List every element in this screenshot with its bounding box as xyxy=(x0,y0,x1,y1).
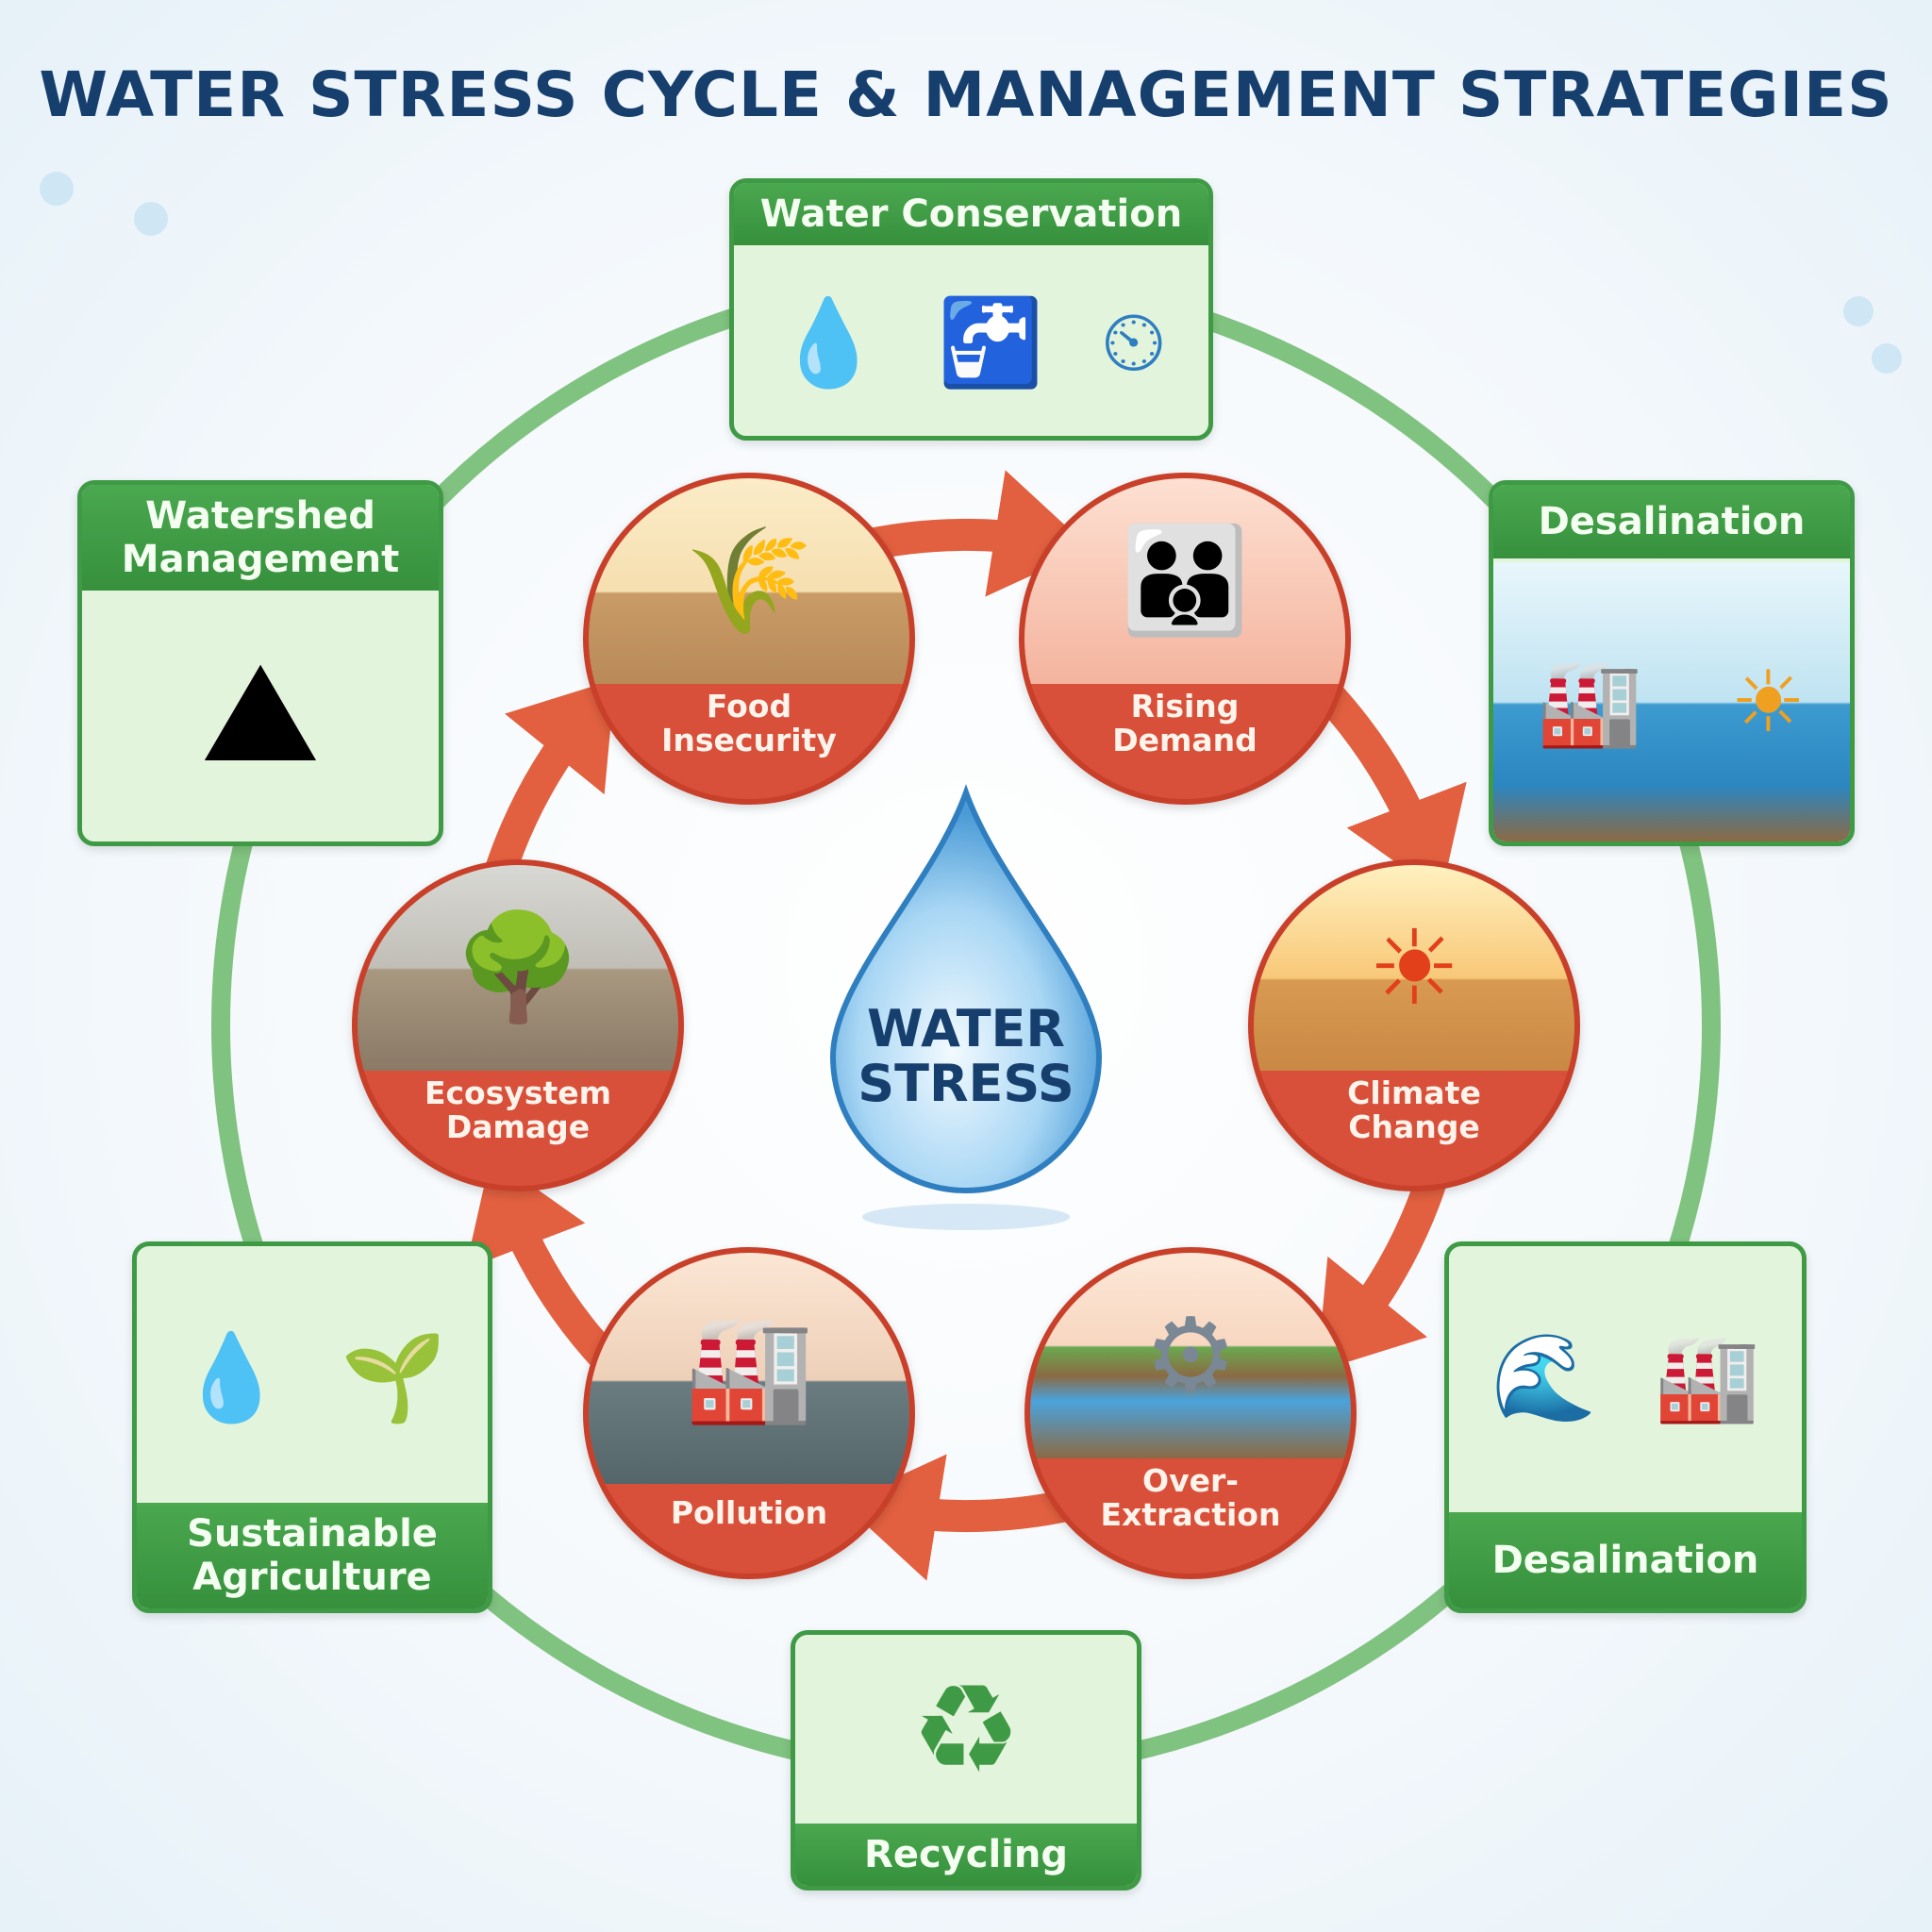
factory-pollution-icon: 🏭 xyxy=(684,1307,814,1428)
cycle-label: Change xyxy=(1348,1108,1480,1146)
cycle-label: Rising xyxy=(1130,688,1240,725)
strategy-label: Desalination xyxy=(1493,485,1850,558)
strategy-label: Water Conservation xyxy=(734,183,1208,245)
cycle-arrow xyxy=(1317,1163,1451,1372)
molecule-icon xyxy=(1843,296,1874,326)
treatment-plant-icon: 🏭 xyxy=(1654,1327,1760,1427)
cycle-label: Damage xyxy=(445,1108,591,1146)
cycle-label: Insecurity xyxy=(661,722,837,759)
strategy-label: Recycling xyxy=(795,1824,1137,1886)
drop-shadow xyxy=(862,1204,1070,1230)
mountain-river-icon: ⛰ xyxy=(200,629,320,794)
strategy-desalination-top: Desalination 🏭 ☀ xyxy=(1489,480,1855,846)
molecule-icon xyxy=(40,172,74,206)
cycle-label: Extraction xyxy=(1100,1496,1281,1534)
sea-icon: 🌊 xyxy=(1491,1327,1597,1427)
strategy-desalination-bottom: 🌊 🏭 Desalination xyxy=(1444,1241,1807,1613)
cycle-arrow xyxy=(481,679,615,888)
dead-trees-icon: 🌳 xyxy=(453,907,583,1028)
faucet-icon: 🚰 xyxy=(938,292,1044,392)
water-drop-icon xyxy=(829,784,1103,1194)
pump-pipe-icon: ⚙ xyxy=(1143,1294,1238,1416)
population-growth-icon: 👪 xyxy=(1120,520,1250,641)
cycle-pollution: 🏭 Pollution xyxy=(583,1247,915,1579)
cycle-label: Pollution xyxy=(670,1494,828,1532)
cycle-label: Over- xyxy=(1142,1462,1239,1500)
plant-icon: 🌱 xyxy=(340,1327,447,1427)
sun-heat-icon: ☀ xyxy=(1367,907,1461,1028)
strategy-water-conservation: Water Conservation 💧 🚰 ⏲ xyxy=(729,178,1213,441)
cycle-over-extraction: ⚙ Over-Extraction xyxy=(1024,1247,1357,1579)
strategy-recycling: ♻ Recycling xyxy=(791,1630,1141,1890)
cycle-label: Food xyxy=(706,688,792,725)
cycle-label: Climate xyxy=(1347,1074,1481,1112)
sun-icon: ☀ xyxy=(1730,652,1807,752)
cycle-arrow xyxy=(1312,679,1467,895)
molecule-icon xyxy=(1872,343,1902,374)
cycle-label: Ecosystem xyxy=(424,1074,612,1112)
strategy-label: Desalination xyxy=(1449,1512,1802,1608)
drip-irrigation-icon: 💧 xyxy=(177,1327,285,1427)
molecule-icon xyxy=(134,202,168,236)
page-title: WATER STRESS CYCLE & MANAGEMENT STRATEGI… xyxy=(39,58,1893,131)
withered-crops-icon: 🌾 xyxy=(684,520,814,641)
hand-water-drop-icon: 💧 xyxy=(775,292,882,392)
desalination-plant-icon: 🏭 xyxy=(1537,652,1643,752)
recycle-water-icon: ♻ xyxy=(910,1657,1022,1801)
water-meter-icon: ⏲ xyxy=(1100,292,1167,391)
cycle-label: Demand xyxy=(1112,722,1257,759)
